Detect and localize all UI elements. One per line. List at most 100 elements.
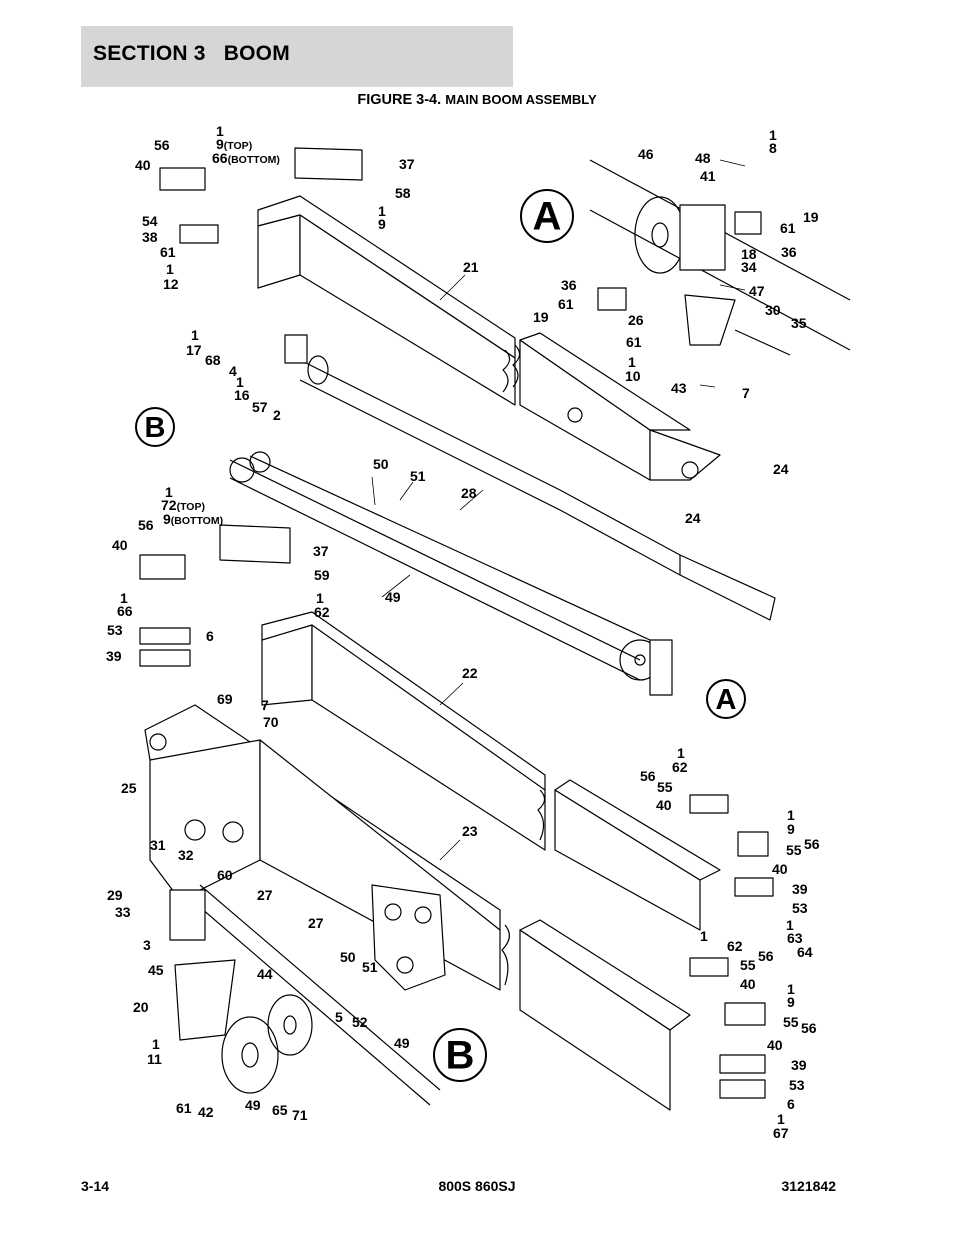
callout-label: 55: [657, 779, 673, 795]
callout-label: 24: [685, 510, 701, 526]
callout-label: 1: [166, 261, 174, 277]
callout-label: 18: [741, 246, 757, 262]
detail-markers: A A B B: [135, 189, 746, 1082]
callout-label: 40: [135, 157, 151, 173]
callout-label: 33: [115, 904, 131, 920]
callout-label: 9(BOTTOM): [163, 511, 223, 527]
figure-caption: FIGURE 3-4. MAIN BOOM ASSEMBLY: [0, 92, 954, 108]
callout-label: 70: [263, 714, 279, 730]
callout-label: 9(TOP): [216, 136, 252, 152]
callout-label: 11: [147, 1051, 162, 1067]
callout-label: 59: [314, 567, 330, 583]
detail-marker-a2: A: [706, 679, 746, 719]
callout-label: 25: [121, 780, 137, 796]
callout-label: 7: [261, 697, 269, 713]
section-title: SECTION 3 BOOM: [93, 42, 290, 65]
detail-marker-circle: [135, 407, 175, 447]
callout-label: 53: [792, 900, 808, 916]
callout-label: 65: [272, 1102, 288, 1118]
callout-label: 36: [561, 277, 577, 293]
callout-label: 1: [700, 928, 708, 944]
callout-label: 56: [804, 836, 820, 852]
callout-label: 40: [740, 976, 756, 992]
callout-label: 66(BOTTOM): [212, 150, 280, 166]
callout-label: 72(TOP): [161, 497, 205, 513]
callout-label: 42: [198, 1104, 214, 1120]
callout-label: 61: [558, 296, 574, 312]
callout-label: 35: [791, 315, 807, 331]
callout-label: 6: [787, 1096, 795, 1112]
detail-marker-letter: A: [716, 684, 737, 716]
callout-label: 56: [758, 948, 774, 964]
callout-label: 12: [163, 276, 179, 292]
callout-label: 40: [656, 797, 672, 813]
callout-label: 49: [394, 1035, 410, 1051]
callout-label: 43: [671, 380, 687, 396]
detail-marker-circle: [520, 189, 574, 243]
callout-label: 57: [252, 399, 268, 415]
callout-label: 69: [217, 691, 233, 707]
footer-page-number: 3-14: [81, 1178, 110, 1194]
callout-label: 40: [767, 1037, 783, 1053]
callout-label: 20: [133, 999, 149, 1015]
callout-label: 7: [742, 385, 750, 401]
callout-label: 66: [117, 603, 133, 619]
detail-marker-letter: A: [533, 195, 562, 239]
callout-label: 39: [106, 648, 122, 664]
callout-label: 51: [362, 959, 378, 975]
section-header: SECTION 3 BOOM: [81, 26, 513, 87]
callout-label: 1: [120, 590, 128, 606]
lower-sheave-assembly: [169, 884, 441, 1106]
callout-label: 9: [787, 821, 795, 837]
callout-label: 22: [462, 665, 478, 681]
callout-label: 45: [148, 962, 164, 978]
detail-marker-letter: B: [446, 1034, 475, 1078]
callout-label: 60: [217, 867, 233, 883]
callout-label: 34: [741, 259, 757, 275]
callout-label: 21: [463, 259, 479, 275]
callout-label: 9: [378, 216, 386, 232]
callout-label: 5: [335, 1009, 343, 1025]
callout-label: 1: [777, 1111, 785, 1127]
callout-label: 1: [152, 1036, 160, 1052]
mid-boom-section: [261, 611, 721, 931]
callout-label: 31: [150, 837, 166, 853]
callout-label: 39: [791, 1057, 807, 1073]
callout-label: 71: [292, 1107, 308, 1123]
footer-doc-number: 3121842: [781, 1178, 836, 1194]
callout-label: 1: [165, 484, 173, 500]
callout-label: 55: [783, 1014, 799, 1030]
fly-boom-section: [257, 195, 721, 481]
detail-a-inset: [589, 159, 851, 356]
callout-label: 3: [143, 937, 151, 953]
callout-label: 61: [626, 334, 642, 350]
callout-label: 27: [308, 915, 324, 931]
callout-label: 50: [373, 456, 389, 472]
callout-label: 62: [672, 759, 688, 775]
callout-label: 29: [107, 887, 123, 903]
detail-marker-a1: A: [520, 189, 574, 243]
base-boom-section: [144, 704, 691, 1111]
callout-label: 19: [803, 209, 819, 225]
callout-label: 49: [385, 589, 401, 605]
detail-marker-circle: [433, 1028, 487, 1082]
detail-marker-b1: B: [135, 407, 175, 447]
callout-label: 17: [186, 342, 202, 358]
callout-label: 54: [142, 213, 158, 229]
callout-label: 52: [352, 1014, 368, 1030]
detail-marker-b2: B: [433, 1028, 487, 1082]
wear-pad-stacks: [689, 794, 774, 1099]
callout-label: 56: [640, 768, 656, 784]
callout-label: 8: [769, 140, 777, 156]
sheave-rope-group: [229, 451, 673, 696]
callout-label: 24: [773, 461, 789, 477]
callout-label: 30: [765, 302, 781, 318]
detail-marker-letter: B: [145, 412, 166, 444]
callout-label: 32: [178, 847, 194, 863]
callout-label: 1: [316, 590, 324, 606]
callout-label: 23: [462, 823, 478, 839]
callout-label: 61: [176, 1100, 192, 1116]
callout-label: 55: [740, 957, 756, 973]
callout-label: 36: [781, 244, 797, 260]
